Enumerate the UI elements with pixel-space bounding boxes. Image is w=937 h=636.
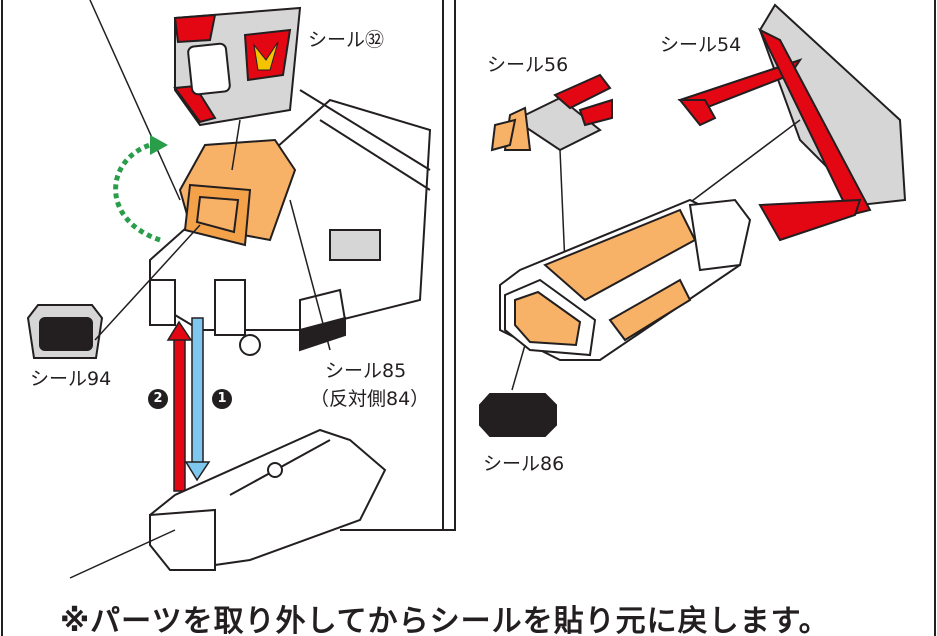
label-seal-54: シール54 xyxy=(660,34,742,56)
cartridge-part-right xyxy=(499,198,752,391)
instruction-note: ※パーツを取り外してからシールを貼り元に戻します。 xyxy=(60,604,830,636)
robot-body xyxy=(149,89,432,356)
seal-54-sticker xyxy=(639,3,907,242)
seal-92-sticker xyxy=(173,6,302,127)
seal-86-sticker xyxy=(479,393,557,437)
leader-line xyxy=(89,0,181,201)
label-seal-56: シール56 xyxy=(487,54,569,76)
rotation-arrow xyxy=(113,135,168,243)
label-seal-92: シール㉜ xyxy=(308,29,385,51)
label-seal-94: シール94 xyxy=(30,368,112,390)
step-2-badge: 2 xyxy=(148,389,168,409)
step-1-badge: 1 xyxy=(212,389,232,409)
seal-94-sticker xyxy=(26,224,201,359)
cartridge-part-left xyxy=(69,428,387,579)
label-seal-85-sub: （反対側84） xyxy=(310,388,430,410)
seal-56-sticker xyxy=(490,73,613,266)
label-seal-85: シール85 xyxy=(325,360,407,382)
label-seal-86: シール86 xyxy=(483,453,565,475)
orange-head xyxy=(178,119,297,247)
step-arrows xyxy=(166,317,211,492)
